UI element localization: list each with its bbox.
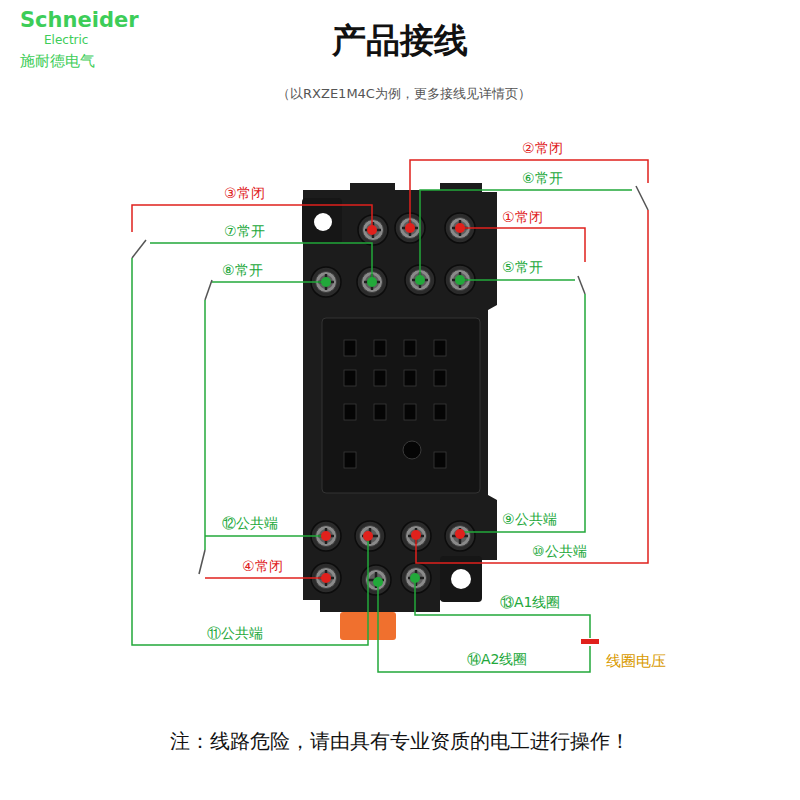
switch-arm: [578, 276, 585, 294]
terminal-label: ③常闭: [222, 185, 267, 202]
wire: [410, 160, 648, 228]
terminal-label: ①常闭: [500, 209, 545, 226]
relay-seat: [322, 318, 480, 493]
switch-arm: [205, 280, 212, 300]
mount-hole: [451, 569, 471, 589]
terminal-label: ⑧常开: [220, 262, 265, 279]
terminal-label: ②常闭: [520, 140, 565, 157]
warning-note: 注：线路危险，请由具有专业资质的电工进行操作！: [0, 729, 800, 753]
coil-voltage-symbol: [581, 639, 599, 644]
socket-body: [303, 183, 497, 612]
wiring: [132, 160, 648, 672]
coil-label: ⑭A2线圈: [465, 651, 529, 668]
switch-arm: [199, 550, 205, 574]
wire: [420, 190, 632, 280]
wire: [460, 279, 575, 281]
switch-arm: [132, 240, 146, 258]
wire: [212, 281, 326, 283]
wire: [132, 258, 368, 645]
terminal-screws: [311, 213, 475, 595]
wire: [204, 300, 206, 550]
mount-hole: [314, 213, 332, 231]
brand-name: 施耐德电气: [20, 52, 95, 70]
terminal-label: ⑥常开: [520, 170, 565, 187]
wire: [415, 578, 590, 638]
wire: [150, 243, 372, 282]
voltage-label: 线圈电压: [604, 652, 668, 670]
pin-slots: [344, 340, 446, 468]
switch-arm: [636, 186, 648, 210]
wire: [205, 577, 326, 579]
terminal-label: ⑦常开: [222, 223, 267, 240]
wire: [416, 210, 648, 563]
coil-label: ⑬A1线圈: [498, 594, 562, 611]
terminal-label: ⑩公共端: [530, 543, 589, 560]
terminal-label: ⑫公共端: [220, 515, 280, 532]
center-hole: [403, 441, 421, 459]
wire: [378, 582, 590, 672]
terminal-label: ⑤常开: [500, 259, 545, 276]
wire: [460, 294, 585, 532]
terminal-dots: [321, 223, 465, 587]
wire: [460, 228, 585, 262]
wire: [205, 535, 326, 537]
brand-name: Electric: [44, 33, 88, 47]
subtitle: （以RXZE1M4C为例，更多接线见详情页）: [4, 86, 800, 102]
terminal-label: ⑨公共端: [500, 511, 559, 528]
terminal-label: ⑪公共端: [205, 625, 265, 642]
terminal-label: ④常闭: [240, 558, 285, 575]
brand-name: Schneider: [20, 8, 139, 33]
